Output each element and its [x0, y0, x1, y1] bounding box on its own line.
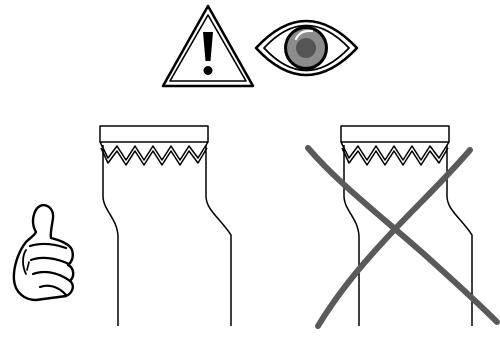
- zigzag-pattern: [101, 148, 207, 165]
- warning-triangle-icon: [163, 6, 253, 86]
- zigzag-pattern: [342, 148, 448, 165]
- sock-correct: [100, 126, 231, 326]
- thumbs-up-icon: [14, 205, 73, 300]
- eye-icon: [256, 21, 357, 75]
- sock-incorrect: [341, 126, 472, 326]
- cross-out-icon: [308, 148, 497, 326]
